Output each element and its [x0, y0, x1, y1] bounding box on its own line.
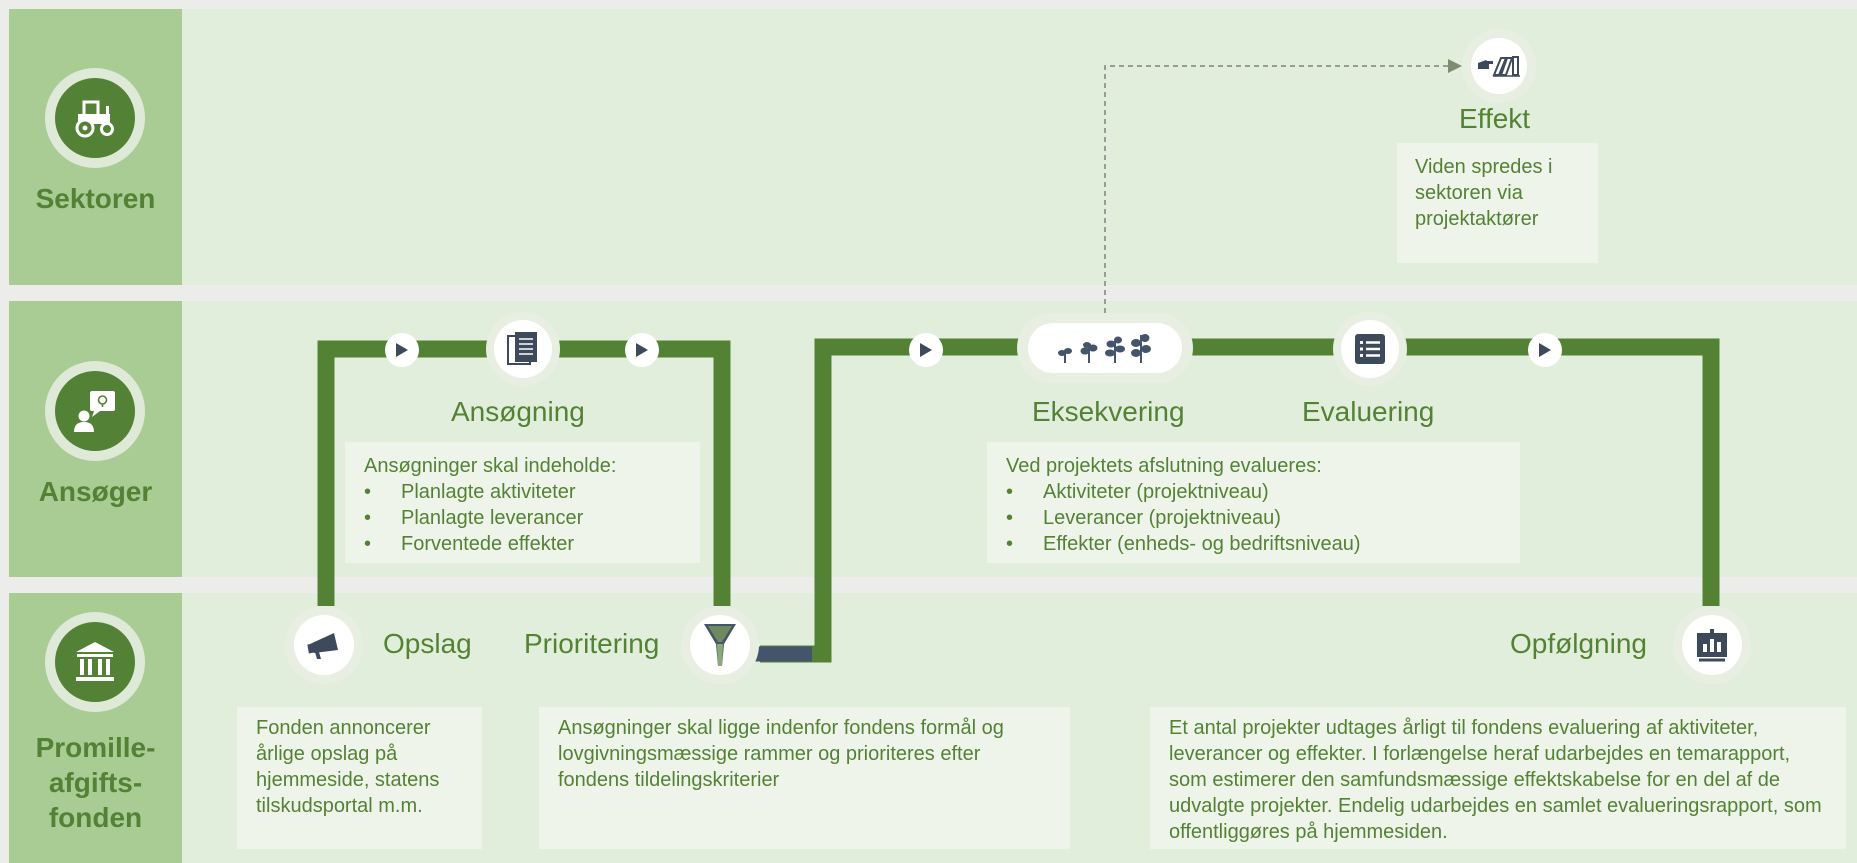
box-evaluering-list: Aktiviteter (projektniveau) Leverancer (…	[1006, 479, 1501, 557]
label-prioritering: Prioritering	[524, 628, 660, 659]
node-ansoegning	[486, 312, 560, 386]
label-effekt: Effekt	[1459, 103, 1531, 134]
growing-plants-icon	[1058, 334, 1151, 363]
node-opfoelgning	[1673, 606, 1751, 684]
lane-title-sector: Sektoren	[35, 183, 156, 214]
box-effekt: Viden spredes i sektoren via projektaktø…	[1397, 143, 1598, 263]
checklist-icon	[1355, 334, 1385, 364]
node-evaluering	[1333, 312, 1407, 386]
list-item: Planlagte leverancer	[364, 505, 681, 531]
label-opfoelgning: Opfølgning	[1510, 628, 1647, 659]
sector-icon-circle	[45, 68, 145, 168]
presenter-idea-icon	[74, 391, 115, 432]
list-item: Forventede effekter	[364, 531, 681, 557]
label-opslag: Opslag	[383, 628, 472, 659]
path-segment-execution	[760, 338, 1720, 663]
node-effekt	[1462, 29, 1536, 103]
tractor-icon	[75, 100, 114, 138]
flow-arrow-3	[909, 333, 943, 367]
flow-arrow-4	[1528, 333, 1562, 367]
megaphone-icon	[307, 633, 338, 659]
report-chart-icon	[1697, 629, 1727, 662]
lane-title-fund: Promille- afgifts- fonden	[9, 730, 182, 835]
lane-title-fund-line-3: fonden	[48, 802, 143, 833]
box-prioritering: Ansøgninger skal ligge indenfor fondens …	[539, 707, 1070, 849]
lane-title-fund-line-1: Promille-	[35, 732, 156, 763]
box-ansoegning-intro: Ansøgninger skal indeholde:	[364, 455, 617, 477]
domino-effect-icon	[1478, 56, 1520, 77]
institution-icon	[76, 642, 114, 681]
list-item: Effekter (enheds- og bedriftsniveau)	[1006, 531, 1501, 557]
box-opslag-text: Fonden annoncerer årlige opslag på hjemm…	[256, 717, 440, 817]
applicant-icon-circle	[45, 361, 145, 461]
label-evaluering: Evaluering	[1302, 396, 1435, 427]
flow-arrow-1	[385, 333, 419, 367]
node-eksekvering	[1017, 313, 1193, 383]
box-ansoegning-list: Planlagte aktiviteter Planlagte leveranc…	[364, 479, 681, 557]
node-opslag	[285, 606, 363, 684]
lane-title-fund-line-2: afgifts-	[48, 767, 143, 798]
box-ansoegning: Ansøgninger skal indeholde: Planlagte ak…	[345, 442, 700, 563]
fund-icon-circle	[45, 612, 145, 712]
dashed-arrowhead	[1448, 59, 1462, 73]
dashed-effect-connector	[1104, 65, 1452, 313]
box-evaluering-intro: Ved projektets afslutning evalueres:	[1006, 455, 1322, 477]
label-ansoegning: Ansøgning	[451, 396, 585, 427]
box-opslag: Fonden annoncerer årlige opslag på hjemm…	[237, 707, 482, 849]
list-item: Planlagte aktiviteter	[364, 479, 681, 505]
funnel-icon	[704, 624, 736, 666]
lane-title-applicant: Ansøger	[38, 476, 153, 507]
label-eksekvering: Eksekvering	[1032, 396, 1185, 427]
node-prioritering	[681, 606, 759, 684]
box-prioritering-text: Ansøgninger skal ligge indenfor fondens …	[558, 717, 1004, 791]
box-opfoelgning-text: Et antal projekter udtages årligt til fo…	[1169, 717, 1822, 843]
documents-icon	[507, 332, 537, 365]
box-effekt-text: Viden spredes i sektoren via projektaktø…	[1415, 156, 1553, 230]
list-item: Leverancer (projektniveau)	[1006, 505, 1501, 531]
flow-arrow-2	[625, 333, 659, 367]
list-item: Aktiviteter (projektniveau)	[1006, 479, 1501, 505]
box-evaluering: Ved projektets afslutning evalueres: Akt…	[987, 442, 1520, 563]
box-opfoelgning: Et antal projekter udtages årligt til fo…	[1150, 707, 1846, 849]
